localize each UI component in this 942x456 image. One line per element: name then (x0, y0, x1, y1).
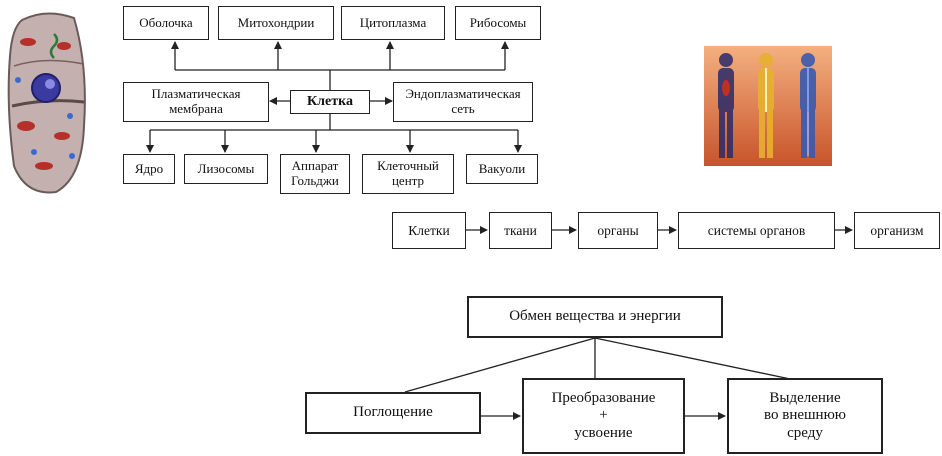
box-obolochka: Оболочка (123, 6, 209, 40)
box-plasma-membrane: Плазматическая мембрана (123, 82, 269, 122)
box-nucleus: Ядро (123, 154, 175, 184)
box-cytoplasm: Цитоплазма (341, 6, 445, 40)
flow-organ-systems: системы органов (678, 212, 835, 249)
box-cell-center: Клетка (290, 90, 370, 114)
box-cell-centre: Клеточный центр (362, 154, 454, 194)
box-golgi: Аппарат Гольджи (280, 154, 350, 194)
flow-organs: органы (578, 212, 658, 249)
box-mitochondria: Митохондрии (218, 6, 334, 40)
box-er: Эндоплазматическая сеть (393, 82, 533, 122)
step-transformation: Преобразование + усвоение (522, 378, 685, 454)
box-lysosomes: Лизосомы (184, 154, 268, 184)
flow-cells: Клетки (392, 212, 466, 249)
flow-organism: организм (854, 212, 940, 249)
cell-illustration (7, 12, 86, 194)
step-absorption: Поглощение (305, 392, 481, 434)
box-ribosomes: Рибосомы (455, 6, 541, 40)
flow-tissues: ткани (489, 212, 552, 249)
box-vacuoles: Вакуоли (466, 154, 538, 184)
step-excretion: Выделение во внешнюю среду (727, 378, 883, 454)
body-systems-illustration (704, 46, 832, 166)
metabolism-title: Обмен вещества и энергии (467, 296, 723, 338)
